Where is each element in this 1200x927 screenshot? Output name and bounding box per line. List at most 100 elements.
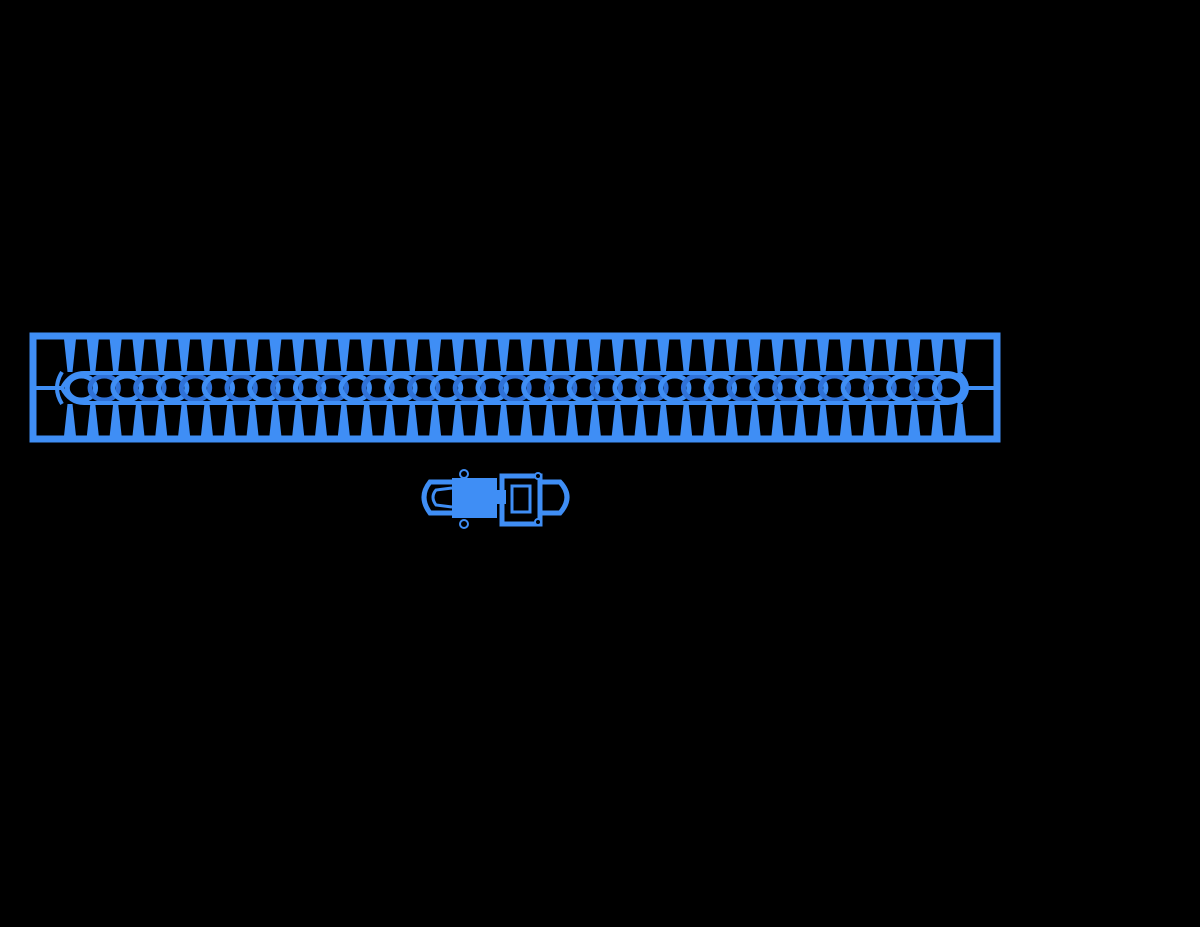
band-spoke-bottom <box>86 404 99 436</box>
band-spoke-bottom <box>406 404 419 436</box>
band-spoke-top <box>657 339 670 372</box>
band-spoke-top <box>132 339 145 372</box>
band-spoke-bottom <box>702 404 715 436</box>
band-spoke-top <box>588 339 601 372</box>
band-link-ring <box>315 373 350 403</box>
band-spoke-bottom <box>908 404 921 436</box>
band-spoke-top <box>931 339 944 372</box>
band-spoke-top <box>474 339 487 372</box>
band-spoke-top <box>200 339 213 372</box>
band-spoke-bottom <box>680 404 693 436</box>
band-spoke-bottom <box>109 404 122 436</box>
band-spoke-top <box>520 339 533 372</box>
clasp-pin-top-left <box>459 469 469 479</box>
clasp-pin-bottom-left <box>459 519 469 529</box>
band-spoke-top <box>566 339 579 372</box>
band-link-ring <box>726 373 760 403</box>
band-spoke-top <box>839 339 852 372</box>
band-spoke-top <box>429 339 442 372</box>
clasp-pin-bottom-right <box>534 518 542 526</box>
band-spoke-bottom <box>520 404 533 436</box>
band-spoke-top <box>725 339 738 372</box>
band-frame <box>29 332 1001 443</box>
band-spoke-bottom <box>566 404 579 436</box>
band-link-ring <box>931 373 966 403</box>
band-link-ring <box>543 373 578 403</box>
band-spoke-top <box>908 339 921 372</box>
band-spoke-bottom <box>155 404 168 436</box>
band-spoke-bottom <box>315 404 328 436</box>
band-link-ring <box>429 373 464 403</box>
band-link-ring <box>224 373 258 403</box>
band-link-ring <box>178 373 213 403</box>
band-spoke-top <box>794 339 807 372</box>
band-spoke-bottom <box>862 404 875 436</box>
band-spoke-top <box>246 339 259 372</box>
band-link-ring <box>292 373 327 403</box>
band-link-ring <box>840 373 874 403</box>
band-links <box>36 339 994 436</box>
band-link-ring <box>407 373 441 403</box>
band-link-ring <box>680 373 715 403</box>
band-spoke-bottom <box>200 404 213 436</box>
band-link-ring <box>566 373 601 403</box>
band-spoke-top <box>109 339 122 372</box>
band-spoke-bottom <box>817 404 830 436</box>
band-link-ring <box>270 373 304 403</box>
band-link-ring <box>817 373 852 403</box>
band-spoke-top <box>86 339 99 372</box>
band-spoke-top <box>337 339 350 372</box>
band-link-ring <box>338 373 372 403</box>
clasp-pin-top-right <box>534 472 542 480</box>
band-link-ring <box>384 373 418 403</box>
band-spoke-bottom <box>771 404 784 436</box>
band-link-ring <box>886 373 920 403</box>
band-spoke-bottom <box>64 404 76 436</box>
band-spoke-bottom <box>634 404 647 436</box>
band-spoke-top <box>702 339 715 372</box>
band-spoke-top <box>885 339 898 372</box>
clasp-receiver <box>499 473 543 527</box>
band-spoke-top <box>611 339 624 372</box>
band-link-ring <box>475 373 509 403</box>
band-spoke-bottom <box>725 404 738 436</box>
band-link-ring <box>772 373 806 403</box>
band-link-ring <box>795 373 829 403</box>
band-spoke-top <box>680 339 693 372</box>
band-spoke-top <box>315 339 328 372</box>
band-spoke-top <box>406 339 419 372</box>
band-link-ring <box>110 373 144 403</box>
band-link-ring <box>909 373 943 403</box>
band-link-ring <box>201 373 235 403</box>
band-spoke-bottom <box>794 404 807 436</box>
band-braid-outline <box>59 370 969 406</box>
band-spoke-bottom <box>954 404 966 436</box>
band-spoke-bottom <box>132 404 145 436</box>
band-spoke-top <box>862 339 875 372</box>
band-spoke-bottom <box>269 404 282 436</box>
band-link-ring <box>156 373 190 403</box>
band-link-ring <box>589 373 623 403</box>
clasp-left-cap-inner <box>431 486 453 509</box>
band-spoke-top <box>748 339 761 372</box>
band-braid <box>59 370 969 406</box>
band-link-ring <box>612 373 646 403</box>
band-link-ring <box>452 373 487 403</box>
band-link-ring <box>658 373 692 403</box>
band-link-ring <box>64 373 99 403</box>
band-spoke-top <box>634 339 647 372</box>
band-link-ring <box>863 373 897 403</box>
band-link-ring <box>87 373 121 403</box>
band-spoke-bottom <box>360 404 373 436</box>
band-spoke-bottom <box>885 404 898 436</box>
band-spoke-top <box>451 339 464 372</box>
band-spoke-top <box>155 339 168 372</box>
band-link-ring <box>247 373 281 403</box>
band-spoke-bottom <box>657 404 670 436</box>
band-spoke-top <box>817 339 830 372</box>
clasp-box <box>452 478 497 518</box>
band-link-ring <box>521 373 555 403</box>
band-spoke-top <box>497 339 510 372</box>
